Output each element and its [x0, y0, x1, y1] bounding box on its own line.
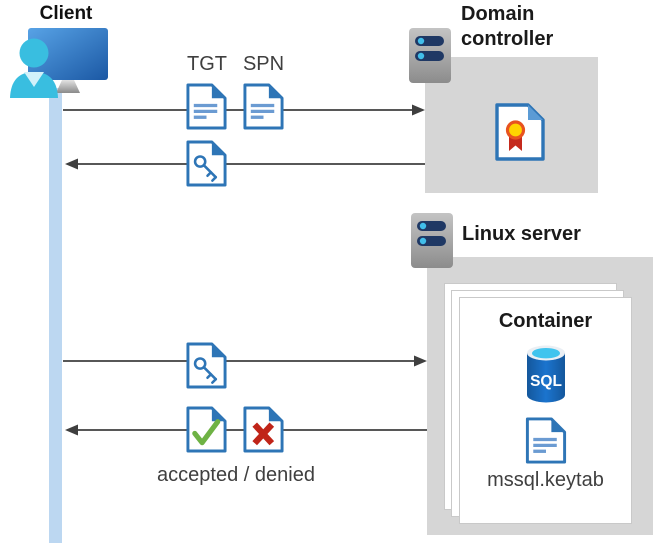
certificate-icon — [494, 103, 546, 161]
client-lifeline — [49, 88, 62, 543]
domain-controller-label: Domain controller — [461, 3, 554, 50]
keytab-file-icon — [524, 417, 568, 464]
container-card: Container SQL mssql.keytab — [459, 297, 632, 524]
arrow-domain-controller-to-client — [65, 158, 425, 170]
linux-server-label: Linux server — [462, 223, 581, 245]
sql-database-icon: SQL — [526, 345, 565, 403]
spn-ticket-document-icon — [242, 83, 285, 130]
client-computer-icon — [10, 28, 108, 98]
denied-ticket-icon — [242, 406, 285, 453]
tgt-label: TGT — [187, 53, 227, 75]
spn-label: SPN — [242, 53, 285, 75]
container-label: Container — [498, 310, 593, 332]
key-ticket-icon — [185, 342, 228, 389]
tgt-ticket-document-icon — [185, 83, 228, 130]
keytab-label: mssql.keytab — [487, 469, 604, 491]
arrow-client-to-linux-server — [63, 355, 427, 367]
domain-controller-server-icon — [407, 27, 453, 84]
key-ticket-icon — [185, 140, 228, 187]
accepted-denied-label: accepted / denied — [157, 464, 315, 486]
accepted-ticket-icon — [185, 406, 228, 453]
sql-icon-text: SQL — [530, 373, 562, 390]
client-label: Client — [39, 3, 93, 24]
arrow-client-to-domain-controller — [63, 104, 425, 116]
linux-server-icon — [409, 212, 455, 269]
